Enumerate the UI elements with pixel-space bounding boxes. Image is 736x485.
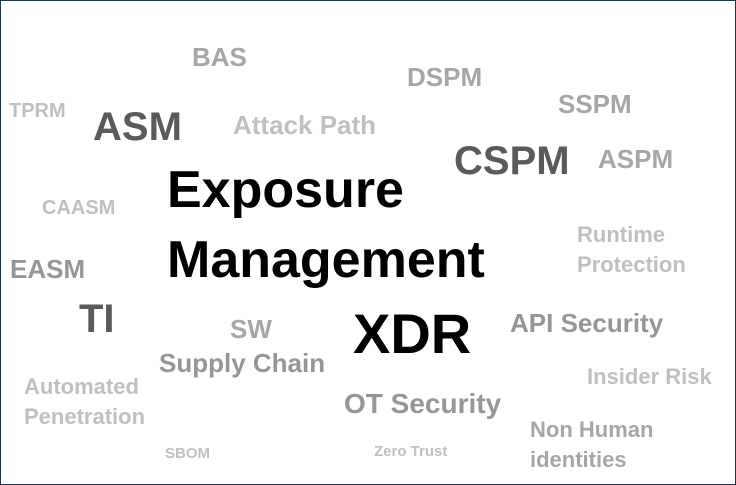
- word-ot-security: OT Security: [344, 388, 502, 419]
- word-runtime-protection: Runtime Protection: [577, 222, 686, 277]
- word-sspm: SSPM: [558, 89, 632, 119]
- word-zero-trust: Zero Trust: [374, 443, 448, 460]
- word-tprm: TPRM: [9, 100, 66, 122]
- word-supply-chain: Supply Chain: [159, 348, 326, 378]
- word-cspm: CSPM: [454, 139, 570, 183]
- word-sbom: SBOM: [165, 445, 210, 462]
- word-xdr: XDR: [353, 302, 472, 365]
- word-insider-risk: Insider Risk: [587, 364, 712, 389]
- word-exposure: Exposure: [167, 161, 404, 219]
- word-asm: ASM: [93, 105, 182, 149]
- word-caasm: CAASM: [42, 197, 116, 219]
- word-management: Management: [167, 231, 485, 289]
- word-automated-penetration: Automated Penetration: [24, 374, 146, 429]
- word-dspm: DSPM: [407, 62, 483, 92]
- word-bas: BAS: [192, 42, 247, 72]
- word-non-human-identities: Non Human identities: [530, 417, 654, 472]
- word-ti: TI: [79, 297, 115, 341]
- word-attack-path: Attack Path: [233, 110, 377, 140]
- word-api-security: API Security: [510, 308, 664, 338]
- word-easm: EASM: [10, 254, 86, 284]
- word-aspm: ASPM: [598, 144, 674, 174]
- word-sw: SW: [230, 314, 272, 344]
